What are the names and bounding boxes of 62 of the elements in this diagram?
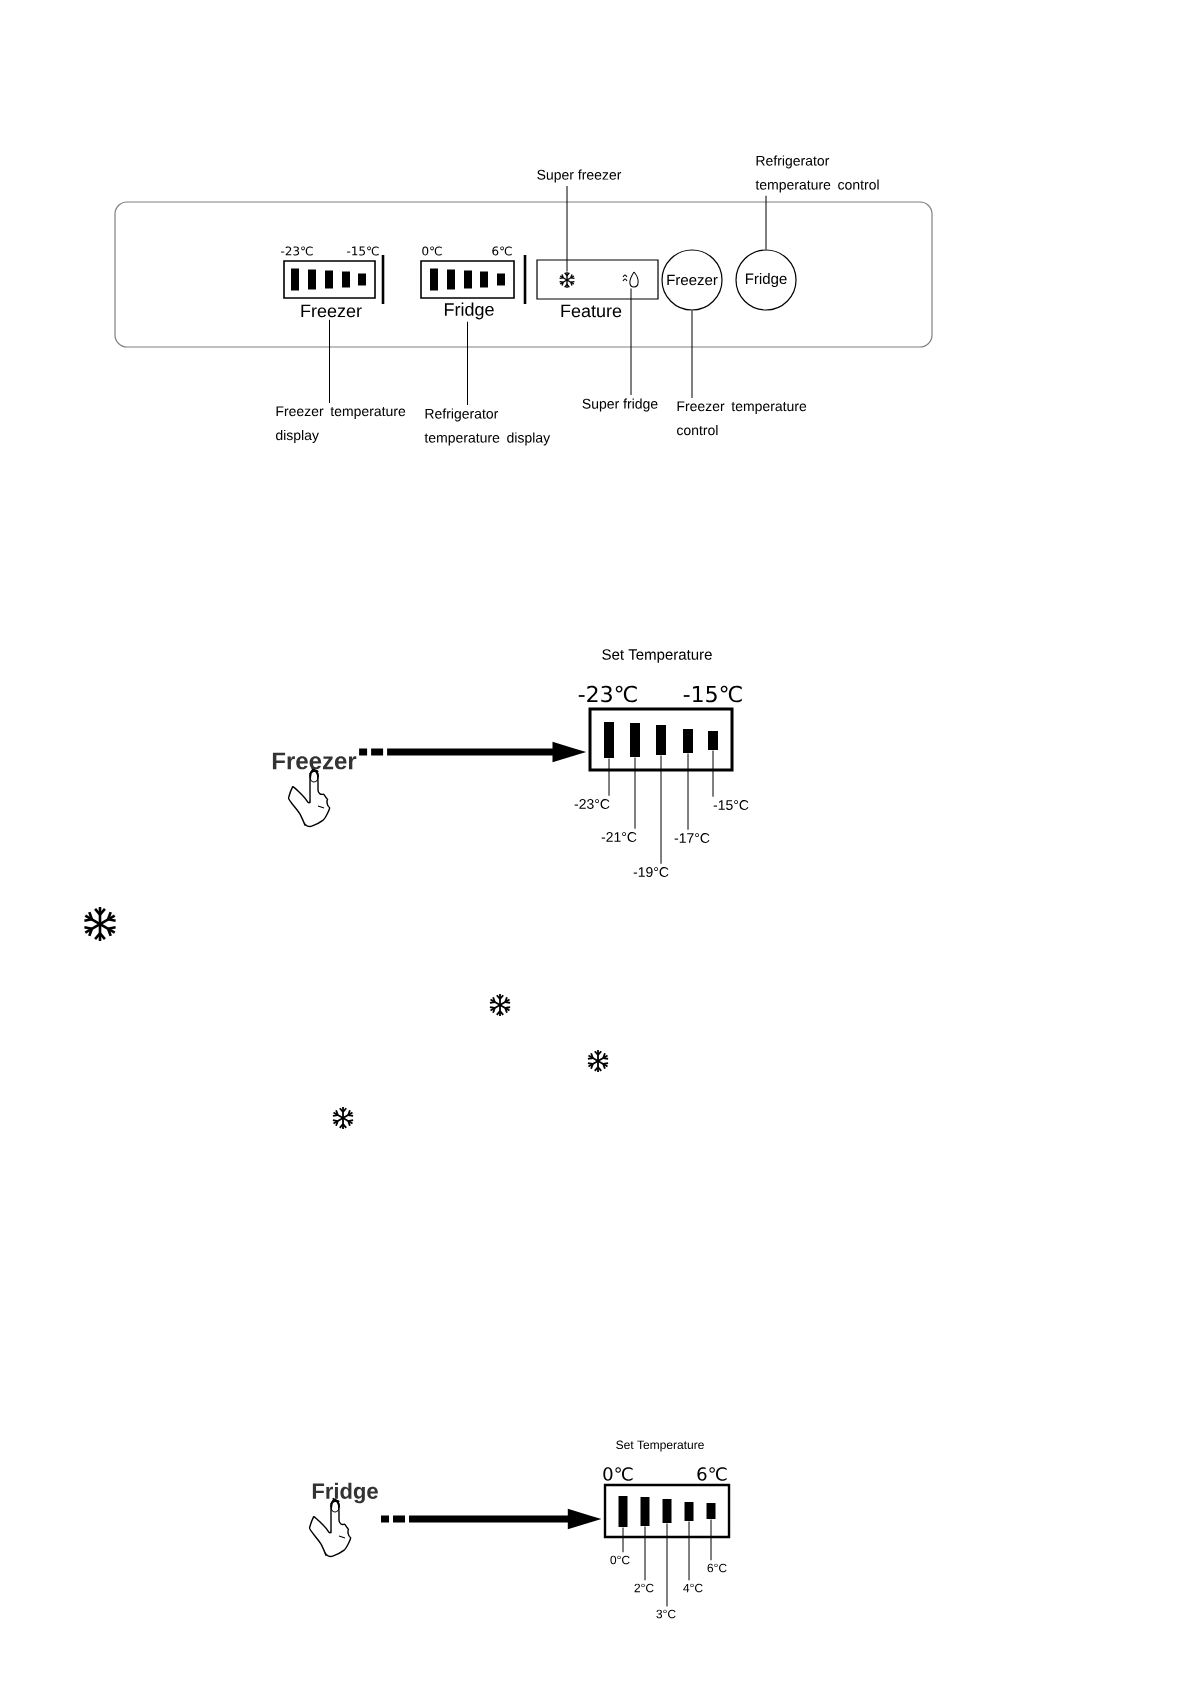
callout-text: Refrigerator temperature control [755,155,879,193]
leader-line [467,321,468,406]
leader-line [622,1526,624,1553]
leader-line [660,754,662,865]
leader-line [712,749,714,798]
callout-text: -17°C [674,833,710,843]
leader-line [691,310,693,399]
callout-text: 0°C [610,1555,630,1565]
leader-line [710,1518,712,1561]
temperature-label: -15℃ [683,685,742,703]
temperature-label: -15℃ [347,246,379,256]
leader-line [687,752,689,831]
callout-text: 2°C [634,1583,654,1593]
bar-indicator [618,1496,628,1527]
leader-line [765,195,767,250]
callout-text: Refrigerator temperature display [424,408,551,446]
temperature-label: 6℃ [697,1467,727,1481]
bar-indicator [640,1497,650,1526]
bar-indicator [604,722,614,758]
temperature-label: -23℃ [578,685,637,703]
control-panel [114,201,933,348]
callout-text: Super freezer [537,169,622,183]
callout-text: -21°C [601,832,637,842]
callout-text: -15°C [713,800,749,810]
drop-icon [622,271,639,288]
leader-line [666,1522,668,1607]
display-label: Freezer [301,304,362,318]
display-label: Set Temperature [602,649,712,663]
leader-line [566,185,568,273]
display-label: Feature [561,304,622,318]
temperature-label: 6℃ [492,246,512,256]
bar-indicator [630,723,640,757]
temperature-label: -23℃ [281,246,313,256]
bar-indicator [656,725,666,755]
callout-text: Super fridge [582,398,658,412]
callout-text: Freezer temperature control [677,401,807,436]
bar-indicator [683,729,693,753]
callout-text: 4°C [683,1583,703,1593]
callout-text: -19°C [633,867,669,877]
display-label: Fridge [444,302,494,320]
callout-text: 6°C [707,1563,727,1573]
leader-line [644,1525,646,1581]
bar-indicator [684,1502,694,1521]
round-button: Fridge [735,249,797,311]
button-label: Fridge [312,1482,378,1504]
temperature-label: 0℃ [422,246,442,256]
leader-line [608,757,610,797]
bar-indicator [662,1499,672,1523]
leader-line [329,319,330,404]
button-label: Freezer [272,752,357,770]
round-button: Freezer [661,249,723,311]
display-label: Set Temperature [616,1440,704,1452]
callout-text: 3°C [656,1609,676,1619]
snowflake-icon [558,271,576,289]
bar-indicator [708,731,718,750]
temperature-label: 0℃ [603,1467,633,1481]
leader-line [630,287,632,396]
leader-line [688,1520,690,1581]
callout-text: Freezer temperature display [276,406,406,443]
bar-indicator [706,1503,716,1519]
callout-text: -23°C [574,799,610,809]
leader-line [634,756,636,830]
